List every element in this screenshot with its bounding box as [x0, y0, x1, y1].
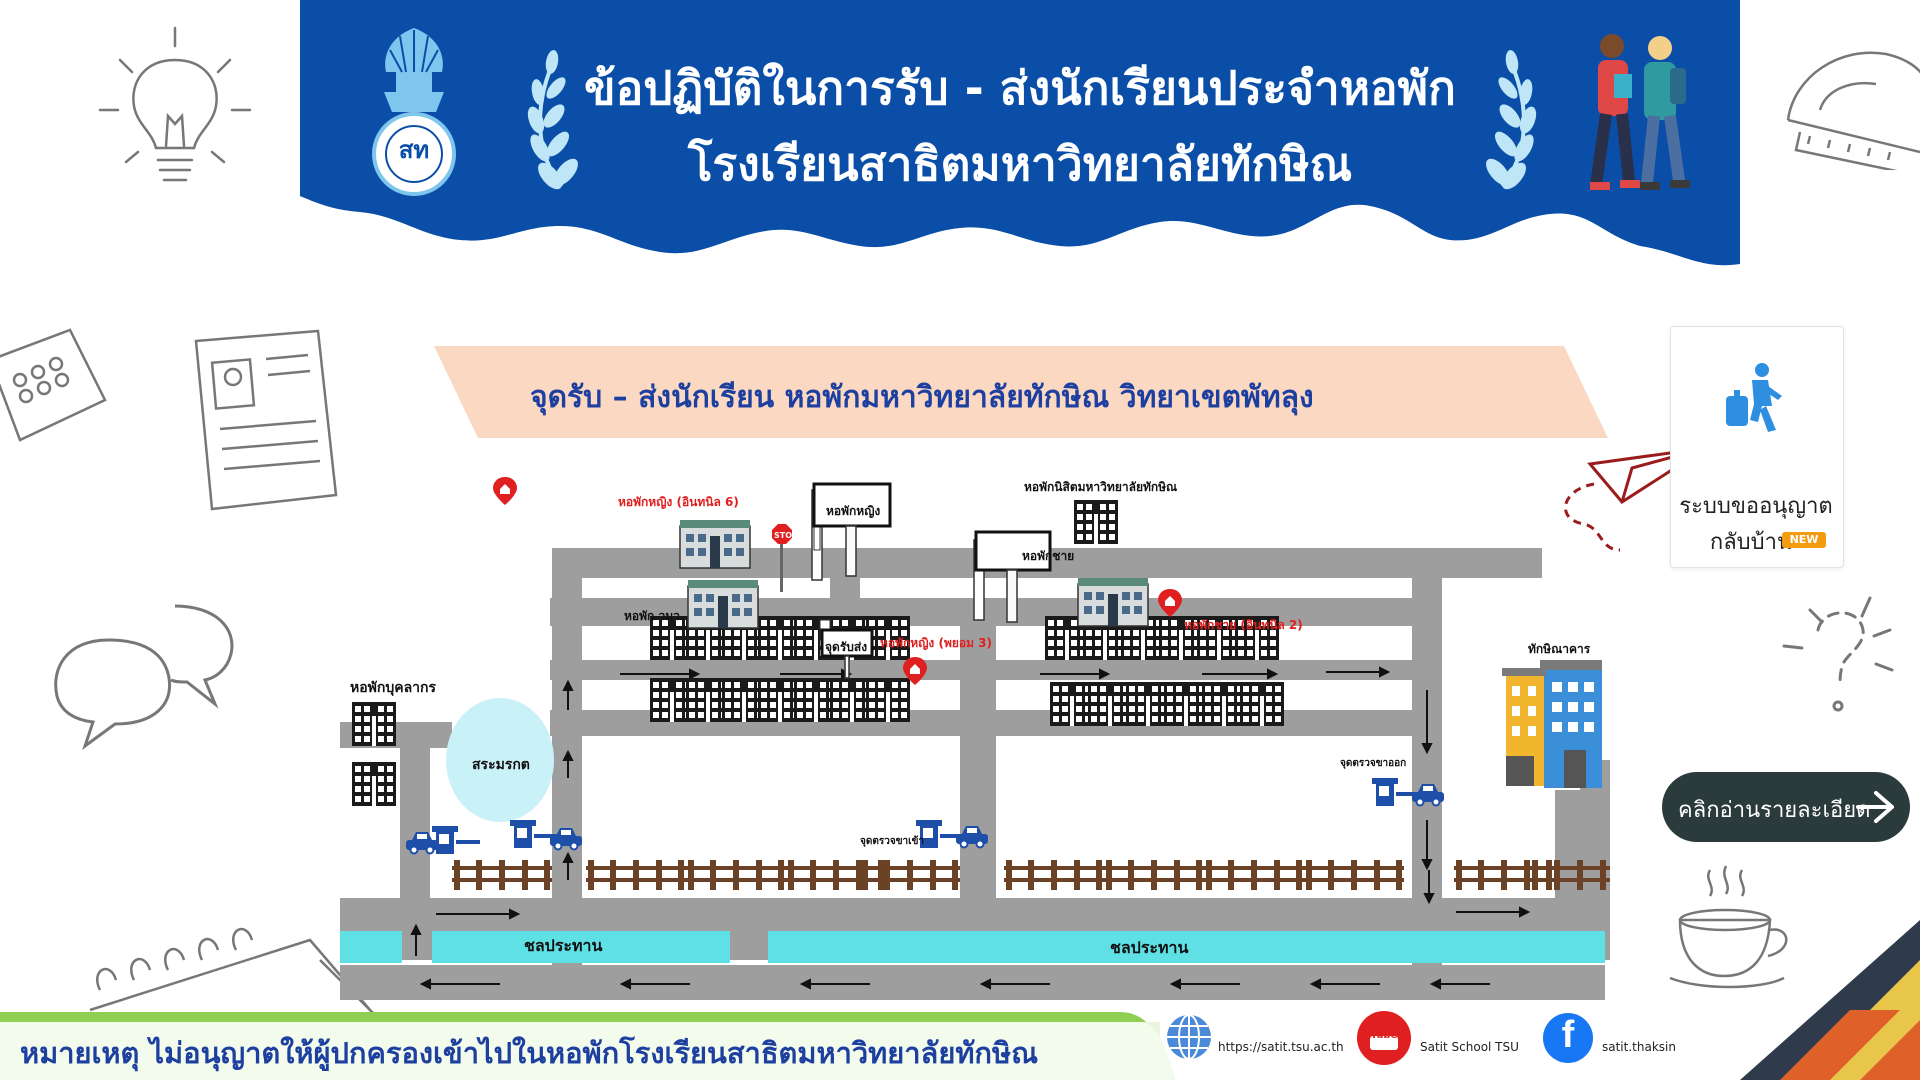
- students-illustration: [1590, 34, 1690, 190]
- laurel-left-icon: [527, 50, 578, 190]
- traveler-icon: [1726, 363, 1782, 432]
- website-link[interactable]: https://satit.tsu.ac.th: [1218, 1040, 1344, 1054]
- label-male-dorm-inthanin2: หอพักชาย (อินทนิล 2): [1184, 618, 1303, 632]
- label-thaksinakarn: ทักษิณาคาร: [1528, 642, 1591, 656]
- label-male-dorm-sign: หอพักชาย: [1022, 549, 1075, 563]
- label-stop-sign: STOP: [774, 531, 798, 540]
- question-doodle-icon: [1782, 596, 1894, 712]
- label-exit-checkpoint: จุดตรวจขาออก: [1340, 758, 1407, 769]
- card-title-line1: ระบบขออนุญาต: [1679, 494, 1833, 519]
- label-female-dorm-payom3: หอพักหญิง (พยอม 3): [880, 636, 993, 650]
- label-entry-checkpoint: จุดตรวจขาเข้า: [860, 836, 925, 847]
- subtitle-band: [434, 346, 1608, 438]
- youtube-icon-text: You Tube: [1370, 1018, 1398, 1041]
- facebook-icon-text: f: [1561, 1014, 1575, 1056]
- globe-icon[interactable]: [1164, 1012, 1214, 1062]
- label-female-dorm-sign: หอพักหญิง: [826, 504, 881, 518]
- label-staff-dorm: หอพักบุคลากร: [350, 680, 437, 696]
- header-banner: [300, 0, 1740, 266]
- footer-note-bar: [0, 1012, 1175, 1080]
- speech-bubbles-doodle-icon: [54, 604, 234, 750]
- new-badge: NEW: [1782, 532, 1826, 548]
- label-student-dorm-univ: หอพักนิสิตมหาวิทยาลัยทักษิณ: [1024, 480, 1178, 494]
- lightbulb-doodle-icon: [98, 26, 252, 182]
- coffee-cup-doodle-icon: [1669, 865, 1788, 989]
- page-title-line1: ข้อปฏิบัติในการรับ - ส่งนักเรียนประจำหอพ…: [584, 61, 1456, 115]
- read-more-button[interactable]: คลิกอ่านรายละเอียด: [1662, 772, 1910, 842]
- youtube-link[interactable]: Satit School TSU: [1420, 1040, 1519, 1054]
- card-title-line2: กลับบ้าน: [1709, 530, 1792, 555]
- label-dorm-wmw: หอพัก วมว.: [624, 609, 685, 623]
- label-pickup-point: จุดรับส่ง: [825, 640, 868, 654]
- label-pond: สระมรกต: [472, 757, 530, 773]
- footer-note: หมายเหตุ ไม่อนุญาตให้ผู้ปกครองเข้าไปในหอ…: [20, 1036, 1039, 1070]
- facebook-link[interactable]: satit.thaksin: [1602, 1040, 1676, 1054]
- youtube-icon[interactable]: [1356, 1010, 1412, 1066]
- dorm-map: [340, 477, 1610, 1000]
- calendar-doodle-icon: [0, 328, 107, 442]
- page-title-line2: โรงเรียนสาธิตมหาวิทยาลัยทักษิณ: [687, 137, 1353, 191]
- label-female-dorm-inthanin6: หอพักหญิง (อินทนิล 6): [618, 495, 739, 509]
- school-logo-icon: [372, 28, 456, 196]
- protractor-doodle-icon: [1786, 51, 1920, 170]
- facebook-icon[interactable]: [1542, 1012, 1594, 1064]
- subtitle: จุดรับ – ส่งนักเรียน หอพักมหาวิทยาลัยทัก…: [530, 380, 1314, 415]
- label-canal-left: ชลประทาน: [524, 936, 603, 955]
- corner-stripes-decoration: [1740, 920, 1920, 1080]
- school-logo-text: สท: [398, 136, 430, 164]
- label-canal-right: ชลประทาน: [1110, 938, 1189, 957]
- read-more-label: คลิกอ่านรายละเอียด: [1678, 798, 1871, 823]
- id-card-doodle-icon: [194, 329, 338, 511]
- arrow-right-icon: [1856, 791, 1894, 823]
- laurel-right-icon: [1486, 50, 1537, 190]
